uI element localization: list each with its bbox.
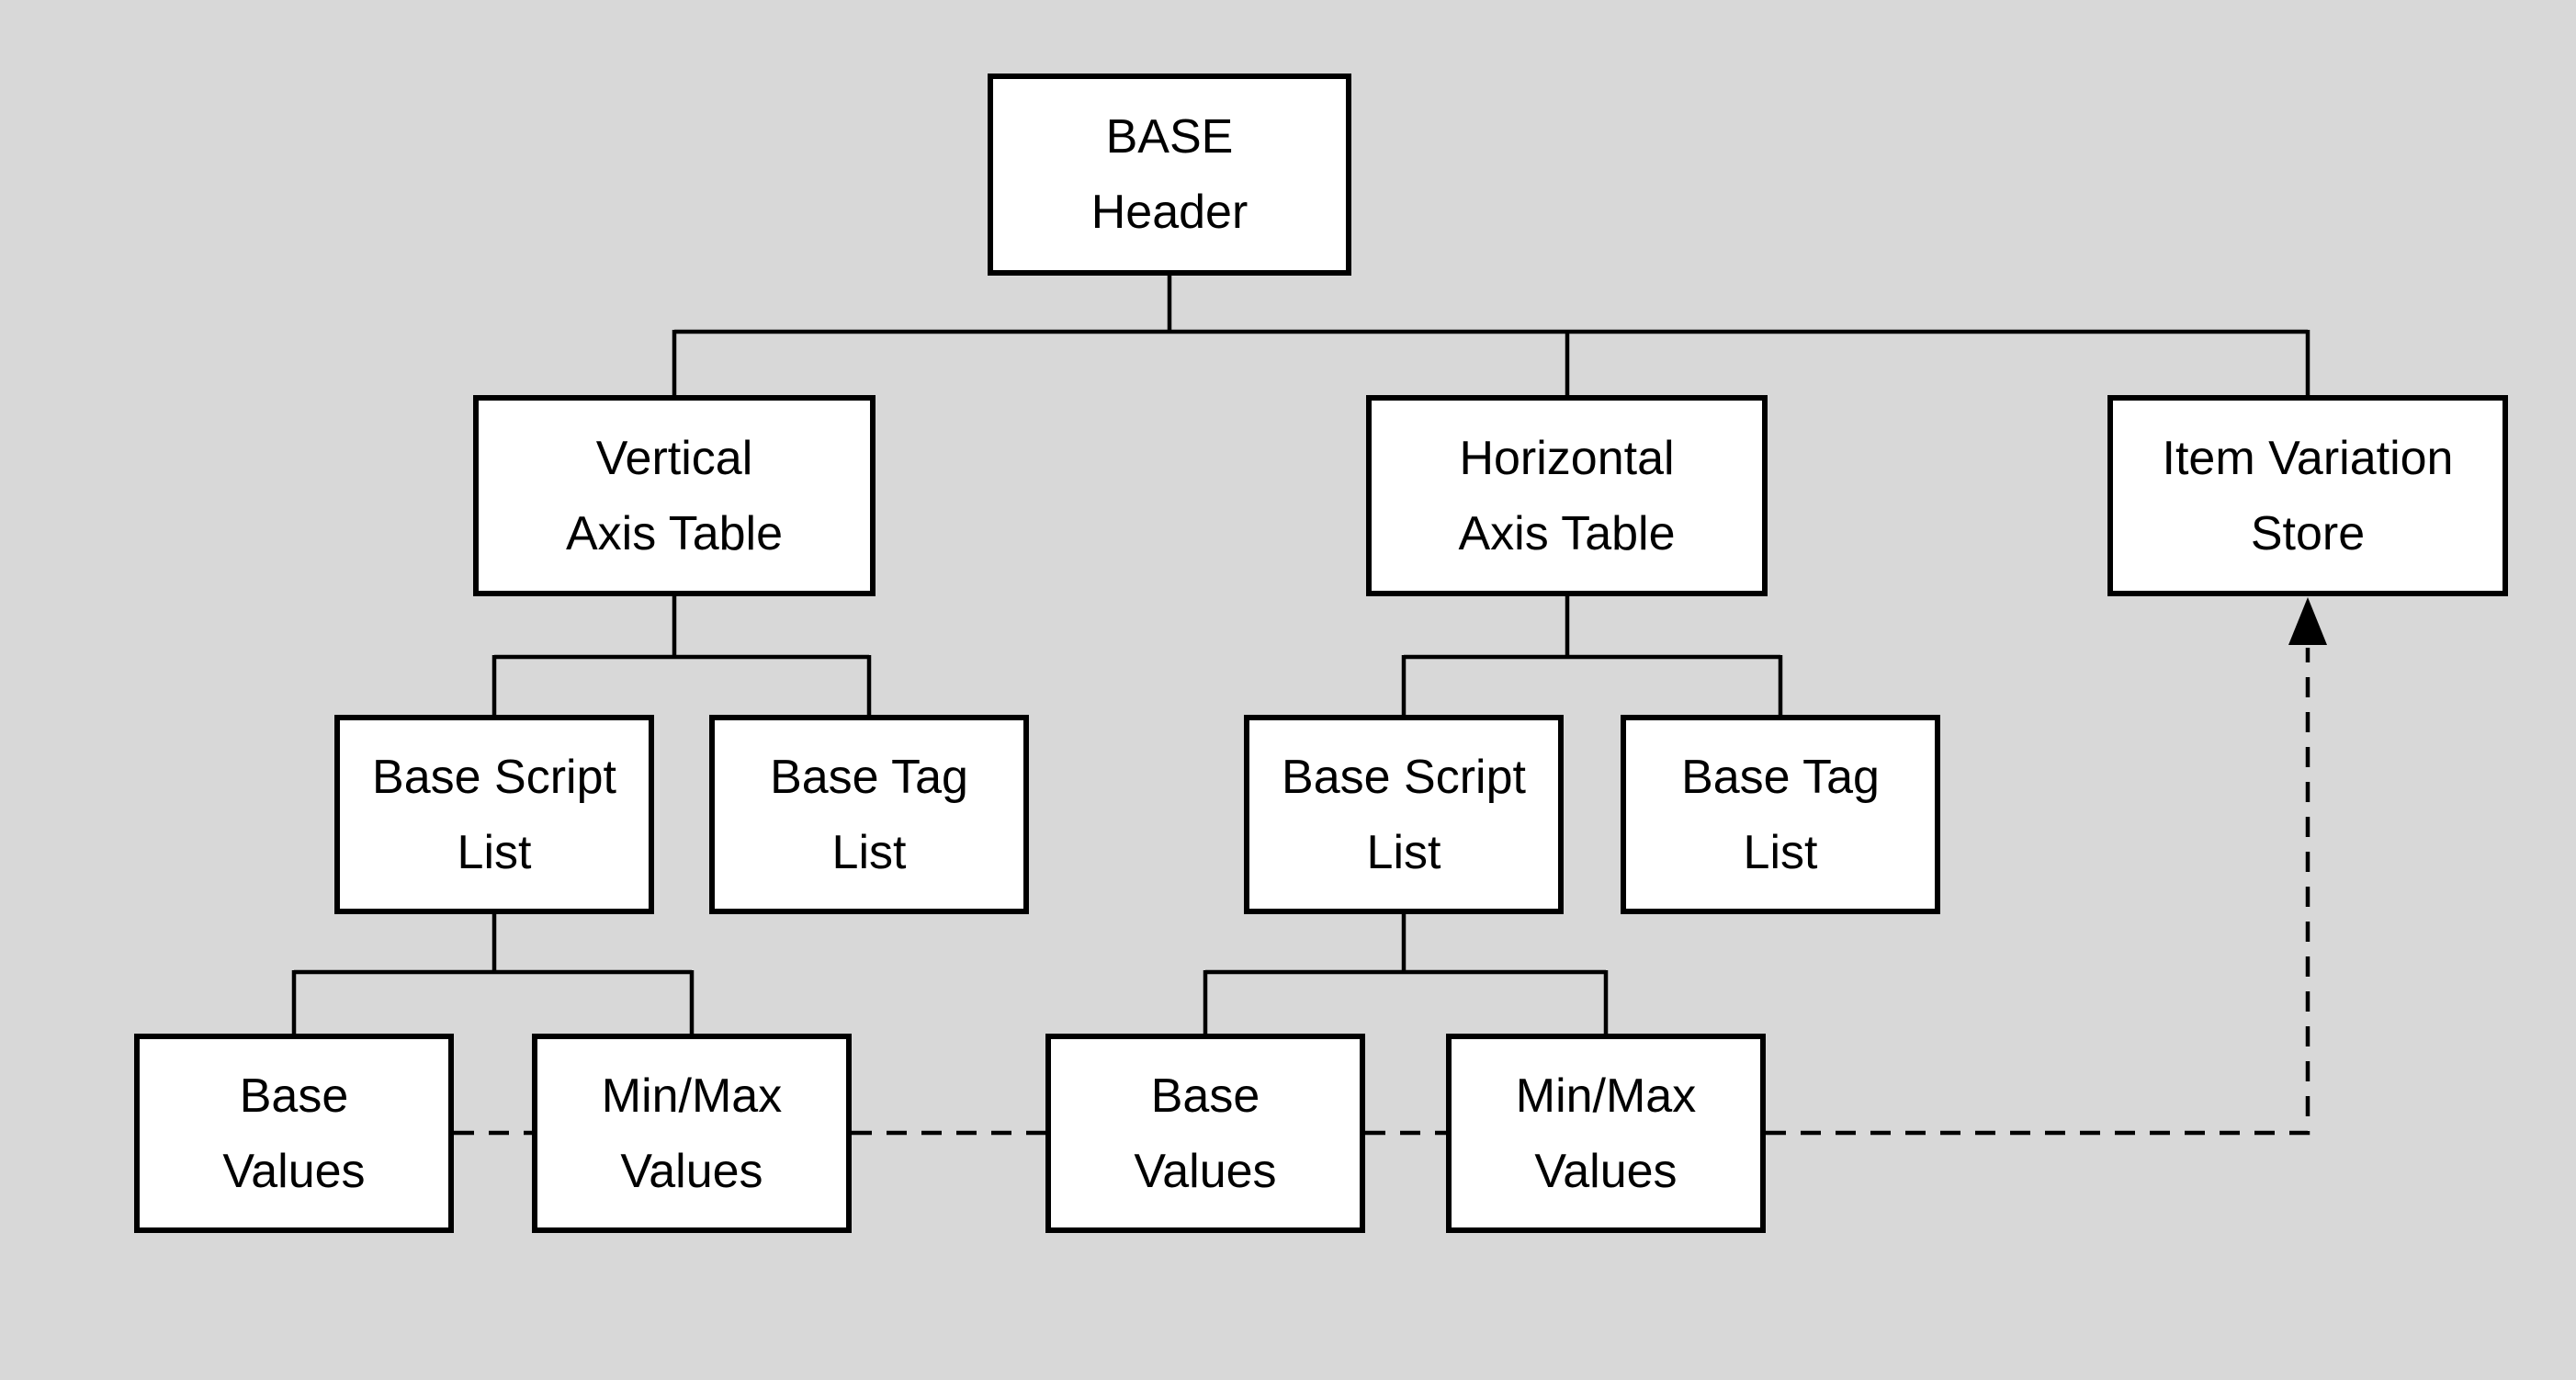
arrowhead-up-icon [2288,597,2327,645]
node-base-values-vertical: Base Values [134,1034,454,1233]
node-base-header: BASE Header [988,74,1351,276]
node-base-script-list-vertical: Base Script List [334,715,654,914]
node-item-variation-store: Item Variation Store [2107,395,2508,596]
node-base-values-horizontal: Base Values [1045,1034,1365,1233]
node-minmax-values-vertical: Min/Max Values [532,1034,852,1233]
node-vertical-axis-table: Vertical Axis Table [473,395,876,596]
node-minmax-values-horizontal: Min/Max Values [1446,1034,1766,1233]
node-horizontal-axis-table: Horizontal Axis Table [1366,395,1768,596]
dashed-to-item-variation-store [1766,648,2310,1136]
node-base-tag-list-vertical: Base Tag List [709,715,1029,914]
solid-connectors [291,274,2310,1035]
dashed-connectors [454,648,2310,1136]
node-base-script-list-horizontal: Base Script List [1244,715,1564,914]
node-base-tag-list-horizontal: Base Tag List [1621,715,1940,914]
